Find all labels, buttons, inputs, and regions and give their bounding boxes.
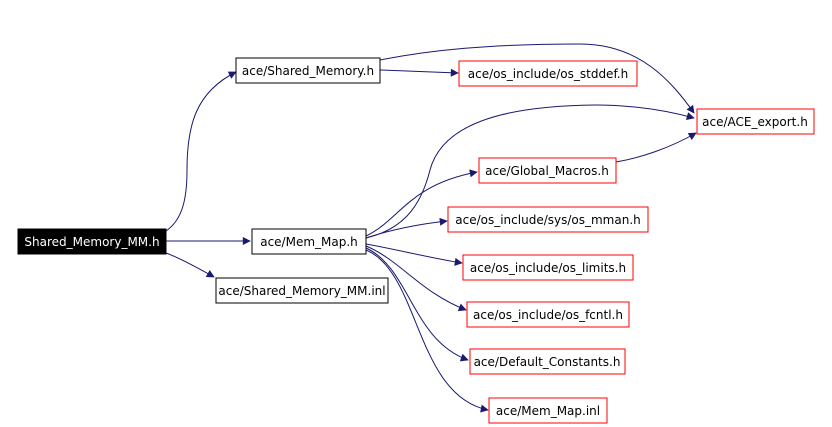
node-default-constants-h[interactable]: ace/Default_Constants.h — [469, 348, 626, 375]
node-label-os-limits-h: ace/os_include/os_limits.h — [470, 261, 626, 275]
node-label-os-fcntl-h: ace/os_include/os_fcntl.h — [473, 308, 623, 322]
node-label-mem-map-h: ace/Mem_Map.h — [260, 235, 358, 249]
node-label-shared-memory-mm-h: Shared_Memory_MM.h — [24, 235, 159, 249]
edge-mem-map-to-os-limits — [365, 243, 463, 266]
node-label-shared-memory-mm-inl: ace/Shared_Memory_MM.inl — [218, 284, 385, 298]
edge-mem-map-to-global-macros — [365, 169, 478, 237]
edge-mem-map-to-os-mman — [365, 217, 448, 239]
edges — [165, 43, 697, 413]
node-label-os-stddef-h: ace/os_include/os_stddef.h — [468, 67, 628, 81]
node-os-stddef-h[interactable]: ace/os_include/os_stddef.h — [458, 60, 638, 87]
node-os-limits-h[interactable]: ace/os_include/os_limits.h — [462, 254, 634, 281]
node-mem-map-h[interactable]: ace/Mem_Map.h — [251, 228, 367, 255]
node-shared-memory-mm-h[interactable]: Shared_Memory_MM.h — [17, 228, 167, 255]
edge-mem-map-to-default-constants — [365, 247, 469, 362]
edge-mem-map-to-ace-export — [365, 104, 695, 239]
nodes: Shared_Memory_MM.h ace/Shared_Memory.h a… — [17, 57, 815, 424]
node-label-default-constants-h: ace/Default_Constants.h — [474, 355, 621, 369]
edge-root-to-shared-memory — [165, 71, 237, 232]
node-shared-memory-mm-inl[interactable]: ace/Shared_Memory_MM.inl — [215, 277, 389, 304]
node-label-ace-export-h: ace/ACE_export.h — [702, 115, 808, 129]
node-label-global-macros-h: ace/Global_Macros.h — [485, 164, 609, 178]
node-label-mem-map-inl: ace/Mem_Map.inl — [496, 404, 600, 418]
node-global-macros-h[interactable]: ace/Global_Macros.h — [478, 157, 617, 184]
node-os-fcntl-h[interactable]: ace/os_include/os_fcntl.h — [466, 301, 630, 328]
node-shared-memory-h[interactable]: ace/Shared_Memory.h — [235, 57, 381, 84]
node-label-os-mman-h: ace/os_include/sys/os_mman.h — [455, 213, 641, 227]
edge-shared-memory-to-os-stddef — [379, 68, 459, 77]
node-os-mman-h[interactable]: ace/os_include/sys/os_mman.h — [447, 206, 649, 233]
node-mem-map-inl[interactable]: ace/Mem_Map.inl — [488, 397, 608, 424]
edge-shared-memory-to-ace-export — [379, 43, 695, 114]
edge-root-to-shared-memory-mm-inl — [165, 252, 215, 278]
node-label-shared-memory-h: ace/Shared_Memory.h — [242, 64, 374, 78]
edge-mem-map-to-os-fcntl — [365, 245, 467, 312]
edge-mem-map-to-mem-map-inl — [365, 249, 489, 413]
node-ace-export-h[interactable]: ace/ACE_export.h — [696, 108, 815, 135]
edge-global-macros-to-ace-export — [615, 132, 697, 163]
